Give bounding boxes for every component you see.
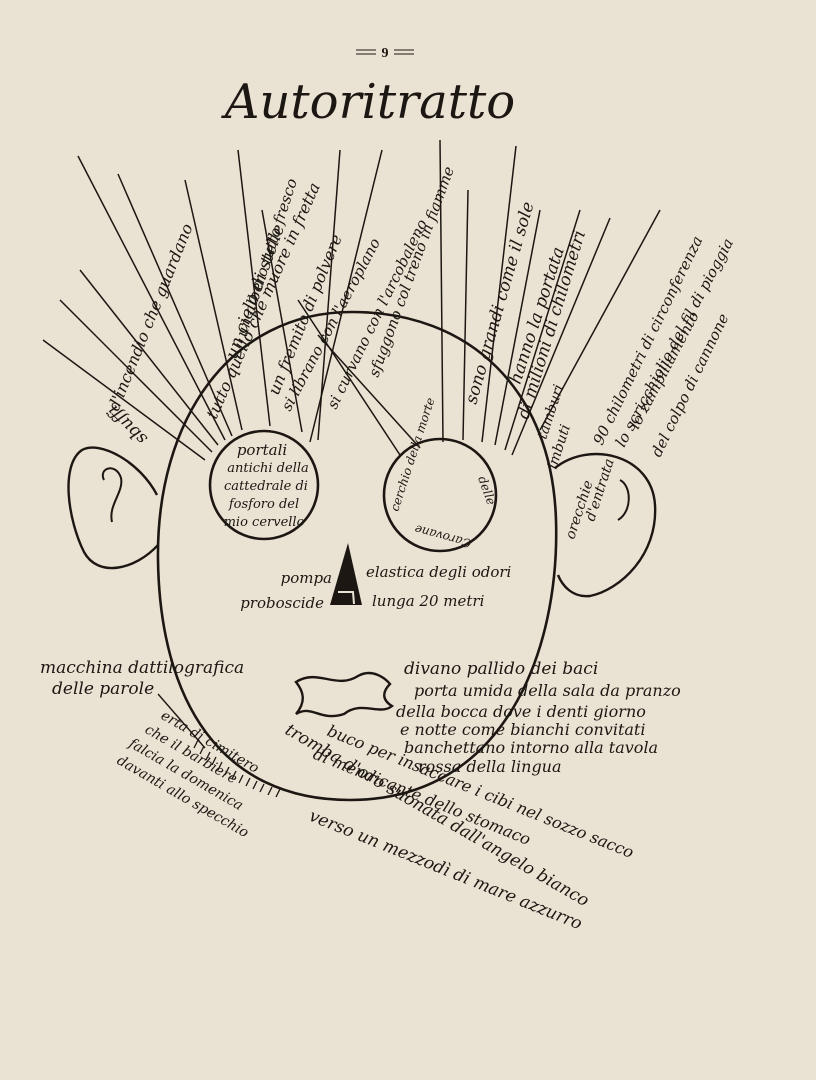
ray-line	[77, 155, 226, 441]
ray-line	[481, 145, 517, 443]
ray-texts: sbuffi d'incendio che guardano tutto que…	[103, 164, 590, 449]
ray-text: sfuggono col treno in fiamme	[365, 164, 458, 379]
right-eye-line: cerchio della morte	[388, 396, 438, 513]
mouth-line: rossa della lingua	[418, 757, 562, 776]
ray-line	[42, 339, 206, 461]
ray-line	[504, 209, 581, 451]
mouth-line: e notte come bianchi convitati	[400, 720, 645, 739]
ray-line	[261, 209, 303, 433]
left-eye-line: antichi della	[227, 461, 309, 476]
left-eye-line: portali	[237, 441, 288, 459]
left-eye-line: mio cervello	[224, 515, 305, 530]
ray-line	[79, 269, 219, 446]
left-eye	[208, 429, 320, 541]
ray-line	[117, 173, 233, 437]
chin-text: erta di cimitero che il barbiere falcia …	[114, 708, 262, 842]
mouth-line: della bocca dove i denti giorno	[396, 702, 646, 721]
mouth	[294, 671, 395, 718]
nose-nostril	[338, 591, 355, 605]
temple-lines: 90 chilometri di circonferenza lo scricc…	[589, 233, 737, 460]
mouth-text: divano pallido dei baci porta umida dell…	[396, 659, 681, 776]
mouth-line: banchettano intorno alla tavola	[404, 738, 658, 757]
ray-line	[494, 209, 541, 446]
ray-line	[237, 149, 271, 427]
left-caption: delle parole	[52, 679, 154, 699]
ray-line	[511, 217, 611, 456]
left-caption: macchina dattilografica	[40, 658, 244, 678]
right-ear-inner	[617, 479, 630, 521]
page-number: 9	[382, 46, 389, 61]
right-ear	[554, 452, 657, 598]
left-ear-inner	[101, 467, 123, 523]
head-outline	[156, 310, 558, 802]
left-eye-line: cattedrale di	[224, 479, 308, 494]
right-eye-line: Carovane	[413, 522, 473, 551]
ray-line	[309, 149, 383, 443]
mouth-line: divano pallido dei baci	[404, 659, 598, 679]
left-eye-text: portali antichi della cattedrale di fosf…	[224, 441, 309, 530]
ray-line	[184, 179, 243, 431]
nose	[330, 543, 362, 605]
nose-text-right-top: elastica degli odori	[366, 563, 512, 581]
hair-rays	[42, 139, 661, 461]
ray-line	[59, 299, 213, 453]
nose-text-left-top: pompa	[281, 569, 332, 587]
beard-hatching	[193, 739, 281, 798]
ray-line	[297, 299, 401, 456]
page-title: Autoritratto	[221, 74, 515, 130]
left-eye-line: fosforo del	[228, 497, 299, 512]
ray-line	[439, 139, 444, 443]
right-eye	[382, 437, 498, 553]
caption-pointer	[157, 693, 206, 749]
page-number-block: 9	[356, 46, 414, 61]
ray-line	[462, 189, 469, 441]
nose-text-left-bottom: proboscide	[240, 594, 324, 612]
left-ear	[67, 446, 159, 570]
ray-line	[317, 334, 421, 449]
ray-line	[539, 209, 661, 431]
nose-text-right-bottom: lunga 20 metri	[372, 592, 485, 610]
mouth-line: porta umida della sala da pranzo	[414, 681, 681, 700]
